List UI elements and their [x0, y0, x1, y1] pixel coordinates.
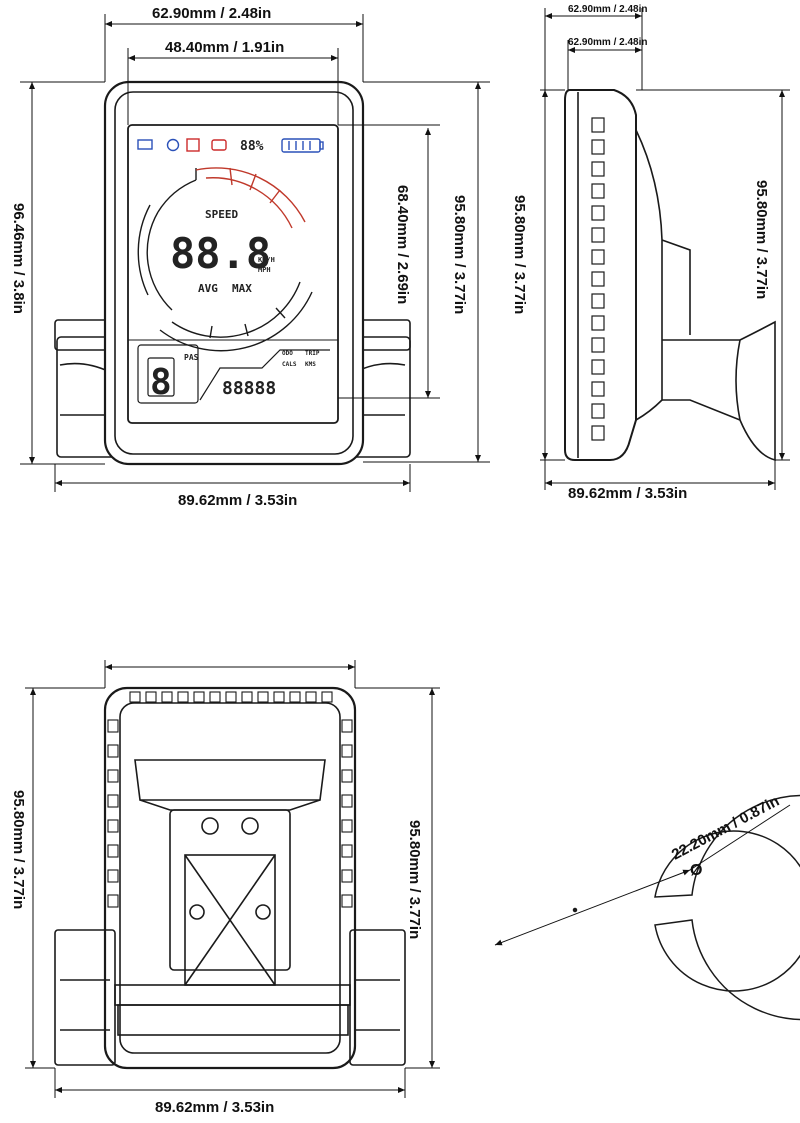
speed-arc: [137, 167, 313, 352]
lcd-text: 88% SPEED 88.8 KM/H MPH AVG MAX PAS 8 88…: [150, 139, 320, 403]
side-dimensions: [540, 8, 790, 490]
front-dimensions: [20, 14, 490, 492]
lcd-lower-panel: [137, 344, 330, 404]
front-screen-width-label: 48.40mm / 1.91in: [165, 39, 284, 56]
lcd-speed-label: SPEED: [205, 208, 238, 221]
clamp-center: [572, 907, 578, 913]
walk-assist-icon: [166, 138, 180, 152]
lcd-status-icons: [137, 138, 324, 153]
side-body-outline: [564, 89, 637, 461]
lcd-trip-label-3: CALS: [282, 361, 297, 368]
back-right-bracket: [349, 929, 406, 1066]
clamp-ring: [654, 794, 800, 1021]
back-screw-hole-2: [241, 817, 259, 835]
front-width-top-label: 62.90mm / 2.48in: [152, 5, 271, 22]
side-clamp: [662, 320, 776, 462]
back-screw-hole-4: [255, 904, 271, 920]
headlight-icon: [137, 139, 153, 150]
lcd-screen: [127, 124, 339, 424]
back-body-outer: [103, 686, 357, 1070]
side-view: [564, 89, 776, 462]
back-left-height-label: 95.80mm / 3.77in: [10, 790, 27, 909]
lcd-units-top: KM/H: [258, 256, 275, 264]
front-body-outer: [103, 80, 365, 466]
motor-fault-icon: [211, 139, 227, 151]
front-body-inner: [114, 91, 354, 455]
back-grip-ribs: [107, 691, 353, 908]
back-screw-hole-1: [201, 817, 219, 835]
clamp-diameter-symbol: Ø: [690, 862, 702, 879]
side-top-dim-2-label: 62.90mm / 2.48in: [568, 37, 648, 48]
back-mount-plate: [169, 809, 291, 971]
front-overall-height-label: 96.46mm / 3.8in: [10, 203, 27, 314]
clamp-view: [572, 794, 800, 1021]
side-grip-ribs: [591, 117, 605, 441]
side-top-dim-1-label: 62.90mm / 2.48in: [568, 4, 648, 15]
front-overall-width-label: 89.62mm / 3.53in: [178, 492, 297, 509]
lcd-units-bottom: MPH: [258, 266, 271, 274]
back-dimensions: [25, 660, 440, 1098]
front-screen-height-label: 68.40mm / 2.69in: [394, 185, 411, 304]
side-bottom-width-label: 89.62mm / 3.53in: [568, 485, 687, 502]
lcd-level-label: PAS: [184, 353, 199, 362]
side-right-height-label: 95.80mm / 3.77in: [753, 180, 770, 299]
side-left-height-label: 95.80mm / 3.77in: [511, 195, 528, 314]
front-view: [54, 80, 411, 466]
back-bottom-width-label: 89.62mm / 3.53in: [155, 1099, 274, 1116]
lcd-trip-label-4: KMS: [305, 361, 316, 368]
lcd-level-digit: 8: [150, 362, 172, 403]
lcd-speed-digits: 88.8: [170, 229, 271, 278]
lcd-trip-label-2: TRIP: [305, 350, 320, 357]
lcd-avg: AVG: [198, 282, 218, 295]
front-body-height-label: 95.80mm / 3.77in: [451, 195, 468, 314]
brake-icon: [186, 138, 200, 152]
lcd-odo-digits: 88888: [222, 378, 276, 399]
back-screw-hole-3: [189, 904, 205, 920]
back-right-height-label: 95.80mm / 3.77in: [406, 820, 423, 939]
lcd-max: MAX: [232, 282, 252, 295]
lcd-trip-label-1: ODO: [282, 350, 293, 357]
lcd-percent: 88%: [240, 139, 264, 154]
back-view: [54, 686, 406, 1070]
clamp-dimension: [494, 804, 791, 946]
